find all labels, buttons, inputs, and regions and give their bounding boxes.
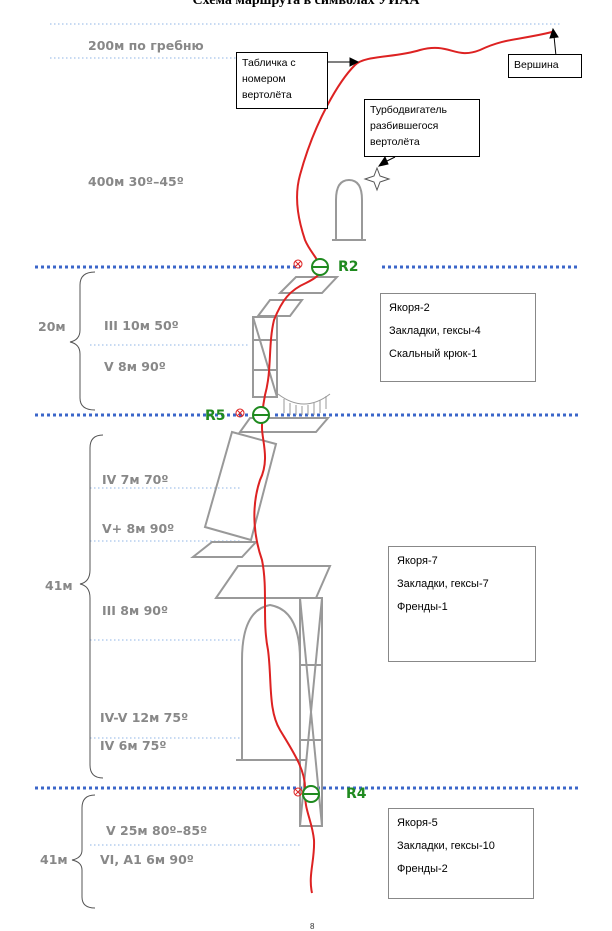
upper-pitch-label: 400м 30º–45º	[88, 174, 184, 189]
section-length-3: 41м	[40, 852, 68, 867]
section-1-gear-item: Закладки, гексы-4	[389, 325, 481, 337]
section-3-gear-item: Якоря-5	[397, 817, 438, 829]
section-3-gear-box: Якоря-5 Закладки, гексы-10 Френды-2	[388, 808, 534, 899]
section-length-1: 20м	[38, 319, 66, 334]
anchor-label-r2: R2	[338, 259, 359, 275]
section-3-gear-item: Закладки, гексы-10	[397, 840, 495, 852]
section-3-pitch-1: V 25м 80º–85º	[106, 823, 208, 838]
route-line	[253, 31, 553, 894]
section-2-pitch-3: III 8м 90º	[102, 603, 169, 618]
section-length-2: 41м	[45, 578, 73, 593]
helicopter-plate-callout: Табличка с номером вертолёта	[236, 52, 328, 109]
section-braces	[69, 271, 104, 909]
section-2-pitch-4: IV-V 12м 75º	[100, 710, 189, 725]
turbine-label: Турбодвигатель разбившегося вертолёта	[370, 104, 447, 148]
section-1-gear-item: Якоря-2	[389, 302, 430, 314]
section-3-pitch-2: VI, A1 6м 90º	[100, 852, 194, 867]
turbine-star-icon	[363, 166, 391, 192]
section-1-pitch-2: V 8м 90º	[104, 359, 166, 374]
turbine-callout: Турбодвигатель разбившегося вертолёта	[364, 99, 480, 157]
callout-pointers	[328, 27, 559, 167]
section-2-pitch-1: IV 7м 70º	[102, 472, 169, 487]
anchor-label-r4: R4	[346, 786, 367, 802]
summit-callout: Вершина	[508, 54, 582, 78]
anchor-markers	[235, 258, 329, 803]
summit-label: Вершина	[514, 59, 559, 71]
section-2-gear-item: Френды-1	[397, 601, 448, 613]
section-3-gear-item: Френды-2	[397, 863, 448, 875]
anchor-label-r5: R5	[205, 408, 226, 424]
section-2-pitch-2: V+ 8м 90º	[102, 521, 175, 536]
section-1-gear-box: Якоря-2 Закладки, гексы-4 Скальный крюк-…	[380, 293, 536, 382]
page-number: 8	[310, 922, 315, 931]
ridge-pitch-label: 200м по гребню	[88, 38, 204, 53]
section-2-gear-item: Закладки, гексы-7	[397, 578, 489, 590]
guide-lines	[50, 23, 560, 846]
overhang-symbol	[277, 393, 331, 415]
section-1-gear-item: Скальный крюк-1	[389, 348, 478, 360]
section-2-gear-box: Якоря-7 Закладки, гексы-7 Френды-1	[388, 546, 536, 662]
section-1-pitch-1: III 10м 50º	[104, 318, 179, 333]
helicopter-plate-label: Табличка с номером вертолёта	[242, 57, 296, 101]
section-2-gear-item: Якоря-7	[397, 555, 438, 567]
diagram-title: Схема маршрута в символах УИАА	[192, 0, 420, 8]
section-2-pitch-5: IV 6м 75º	[100, 738, 167, 753]
